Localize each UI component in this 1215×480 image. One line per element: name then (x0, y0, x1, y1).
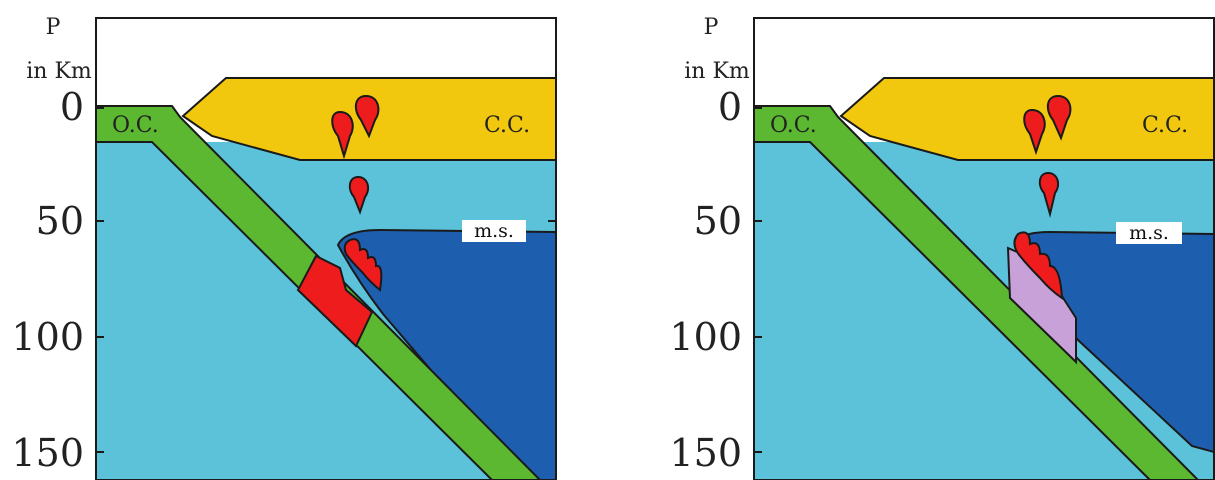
magma-drop-3 (1038, 171, 1060, 218)
mantle-wedge (336, 228, 556, 480)
tick-label-150: 150 (669, 431, 742, 475)
ms-label: m.s. (1129, 222, 1169, 244)
oc-label: O.C. (770, 113, 817, 138)
tick-label-0: 0 (718, 85, 742, 129)
wedge-melt-flames (1013, 231, 1064, 300)
ms-label-box (462, 220, 526, 242)
axis-title-line2: in Km (26, 59, 92, 84)
tick-label-150: 150 (11, 431, 84, 475)
wedge-melt-flames (343, 238, 383, 292)
ms-label-box (1116, 222, 1182, 244)
magma-drop-1 (331, 110, 354, 160)
oceanic-slab (754, 105, 1200, 480)
tick-label-50: 50 (694, 199, 742, 243)
magma-drop-2 (354, 94, 380, 139)
magma-drop-1 (1023, 108, 1046, 156)
magma-drop-3 (348, 175, 370, 215)
axis-title-line2: in Km (684, 59, 750, 84)
cc-label: C.C. (484, 113, 530, 138)
tick-label-50: 50 (36, 199, 84, 243)
magma-drop-2 (1046, 94, 1072, 141)
tick-label-100: 100 (11, 315, 84, 359)
panel-frame (95, 17, 557, 480)
tick-label-0: 0 (60, 85, 84, 129)
panel-left: P in Km 0 50 100 150 (11, 15, 557, 480)
oc-label: O.C. (112, 113, 159, 138)
panel-right: P in Km 0 50 100 150 O.C. C.C. m.s. (669, 15, 1215, 480)
axis-title-line1: P (46, 15, 61, 40)
tick-label-100: 100 (669, 315, 742, 359)
cc-label: C.C. (1142, 113, 1188, 138)
slab-melt-zone (296, 254, 374, 348)
ms-label: m.s. (474, 220, 514, 242)
panel-frame (753, 17, 1215, 480)
axis-title-line1: P (704, 15, 719, 40)
